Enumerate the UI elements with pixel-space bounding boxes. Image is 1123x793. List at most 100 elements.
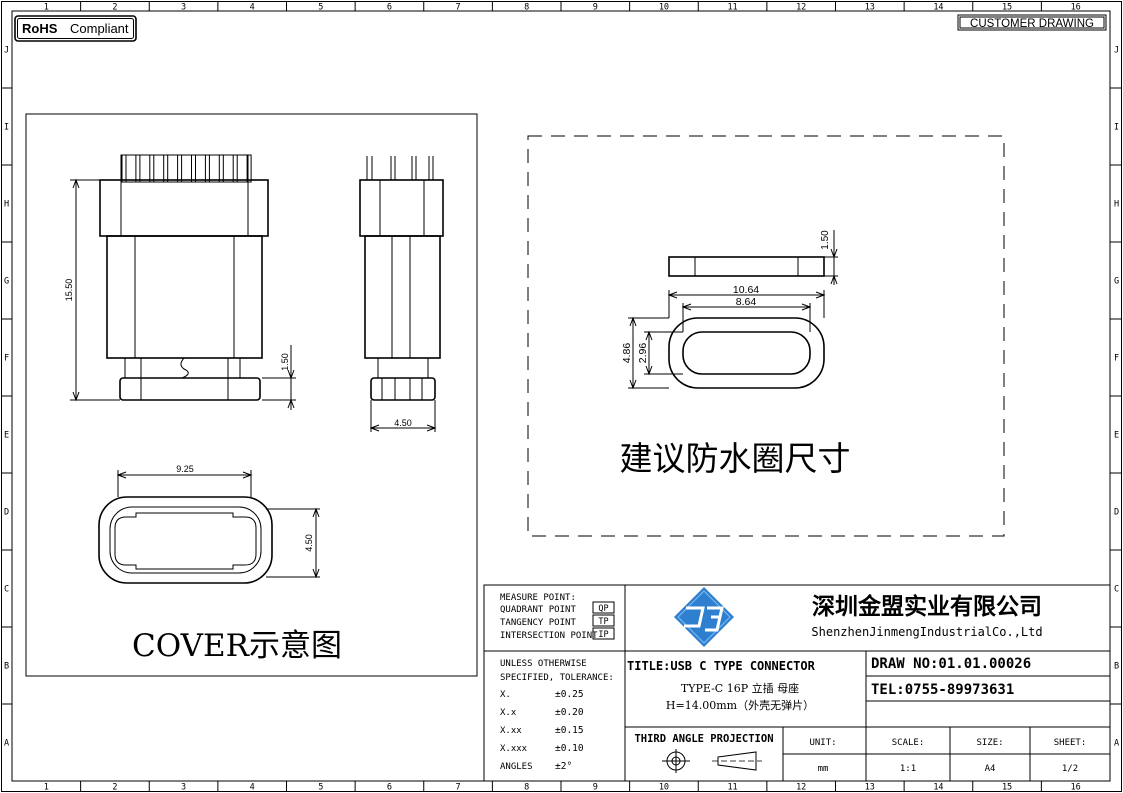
- grid-label: 10: [659, 783, 669, 793]
- third-angle-projection-symbol: [662, 749, 762, 773]
- grid-label: 8: [524, 3, 529, 13]
- dim-ring-thickness: 1.50: [820, 230, 838, 285]
- customer-drawing-label: CUSTOMER DRAWING: [970, 18, 1094, 30]
- measure-row-code: IP: [598, 630, 608, 640]
- dim-cover-height-label: 4.50: [304, 534, 314, 552]
- grid-label: 3: [181, 783, 186, 793]
- dim-side-width: 4.50: [369, 400, 437, 432]
- grid-label: C: [1114, 585, 1119, 595]
- measure-row-label: QUADRANT POINT: [500, 605, 576, 615]
- grid-label: H: [1114, 200, 1119, 210]
- unit-label: UNIT:: [809, 738, 836, 748]
- telephone: TEL:0755-89973631: [871, 682, 1014, 698]
- company-name-cn: 深圳金盟实业有限公司: [812, 593, 1042, 619]
- dim-ring-inner-w: 8.64: [681, 296, 812, 332]
- pin: [149, 154, 155, 183]
- unit-value: mm: [818, 764, 829, 774]
- drawing-desc-2: H=14.00mm（外壳无弹片）: [666, 698, 814, 712]
- grid-label: H: [4, 200, 9, 210]
- grid-label: 16: [1071, 3, 1081, 13]
- tolerance-key: ANGLES: [500, 762, 533, 772]
- side-view: [359, 156, 444, 401]
- tolerance-header: UNLESS OTHERWISE: [500, 659, 587, 669]
- scale-value: 1:1: [900, 764, 916, 774]
- pin: [177, 154, 183, 183]
- dim-ring-inner-h-label: 2.96: [637, 343, 649, 364]
- projection-label: THIRD ANGLE PROJECTION: [634, 733, 773, 745]
- dim-cover-height: 4.50: [266, 507, 320, 579]
- dim-ring-outer-w: 10.64: [667, 284, 826, 318]
- grid-label: 14: [933, 3, 943, 13]
- pin: [163, 154, 169, 183]
- tolerance-key: X.x: [500, 708, 517, 718]
- measure-row-code: QP: [598, 604, 608, 614]
- ring-side-view: [668, 256, 825, 277]
- dim-step: 1.50: [262, 345, 296, 410]
- tolerance-header: SPECIFIED, TOLERANCE:: [500, 673, 614, 683]
- dim-cover-width: 9.25: [116, 464, 253, 497]
- grid-label: D: [4, 508, 9, 518]
- grid-label: 14: [933, 783, 943, 793]
- dim-height-label: 15.50: [64, 279, 74, 302]
- tolerance-value: ±2°: [555, 761, 572, 772]
- draw-number: DRAW NO:01.01.00026: [871, 656, 1031, 672]
- tolerance-key: X.: [500, 690, 511, 700]
- pin: [218, 154, 224, 183]
- pin: [135, 154, 141, 183]
- dim-ring-thickness-label: 1.50: [820, 230, 831, 250]
- grid-label: 5: [318, 3, 323, 13]
- grid-label: F: [4, 354, 9, 364]
- grid-label: 9: [593, 3, 598, 13]
- cover-panel: [25, 113, 478, 677]
- pin: [191, 154, 196, 183]
- grid-label: E: [1114, 431, 1119, 441]
- grid-label: 12: [796, 3, 806, 13]
- grid-label: G: [4, 277, 9, 287]
- grid-label: 1: [44, 783, 49, 793]
- grid-label: 12: [796, 783, 806, 793]
- grid-label: 4: [250, 783, 255, 793]
- grid-label: I: [1114, 123, 1119, 133]
- grid-label: J: [4, 46, 9, 56]
- grid-label: B: [1114, 662, 1119, 672]
- grid-label: G: [1114, 277, 1119, 287]
- tolerance-value: ±0.20: [555, 707, 584, 718]
- dim-cover-width-label: 9.25: [176, 464, 194, 474]
- grid-label: 10: [659, 3, 669, 13]
- dim-ring-inner-w-label: 8.64: [736, 296, 757, 308]
- dim-height: 15.50: [64, 178, 120, 402]
- ring-top-view: [668, 317, 825, 389]
- grid-label: 15: [1002, 3, 1012, 13]
- grid-label: 13: [865, 3, 875, 13]
- customer-drawing-badge: CUSTOMER DRAWING: [957, 14, 1107, 31]
- dim-ring-outer-w-label: 10.64: [733, 284, 759, 296]
- rohs-badge: RoHS Compliant: [14, 15, 137, 42]
- sheet-value: 1/2: [1062, 764, 1078, 774]
- grid-label: 13: [865, 783, 875, 793]
- cover-view: [98, 496, 273, 584]
- grid-label: 11: [727, 3, 737, 13]
- grid-label: C: [4, 585, 9, 595]
- grid-label: 9: [593, 783, 598, 793]
- grid-label: 7: [456, 3, 461, 13]
- grid-label: D: [1114, 508, 1119, 518]
- pin: [204, 154, 210, 183]
- cover-caption: COVER示意图: [132, 628, 342, 664]
- grid-label: 2: [112, 783, 117, 793]
- grid-label: A: [4, 739, 9, 749]
- grid-label: 2: [112, 3, 117, 13]
- company-logo: [674, 587, 734, 647]
- front-view: [99, 154, 269, 401]
- grid-label: A: [1114, 739, 1119, 749]
- dim-ring-inner-h: 2.96: [637, 330, 683, 376]
- grid-label: 1: [44, 3, 49, 13]
- title-block: MEASURE POINT: QUADRANT POINT TANGENCY P…: [483, 584, 1111, 782]
- tolerance-key: X.xxx: [500, 744, 528, 754]
- grid-label: 6: [387, 3, 392, 13]
- drawing-desc-1: TYPE-C 16P 立插 母座: [681, 681, 799, 695]
- size-value: A4: [985, 764, 996, 774]
- measure-row-code: TP: [598, 617, 608, 627]
- dim-side-width-label: 4.50: [394, 418, 412, 428]
